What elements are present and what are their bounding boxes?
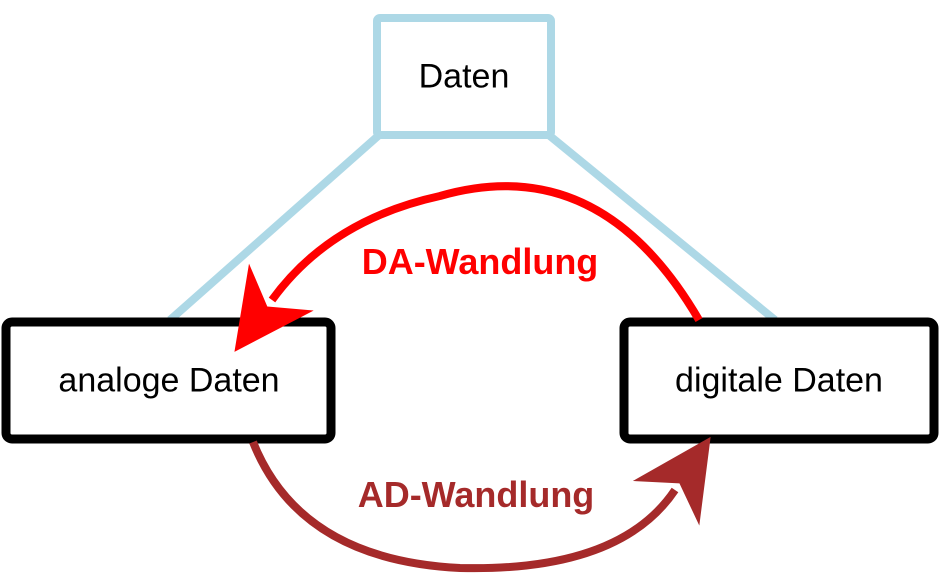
da-wandlung-label: DA-Wandlung [361,241,599,282]
ad-wandlung-label: AD-Wandlung [357,474,595,515]
da-arrow [234,182,703,352]
node-analoge-daten-label: analoge Daten [58,361,280,400]
node-digitale-daten-label: digitale Daten [675,361,883,400]
box-daten [373,14,555,139]
connector-left [167,133,381,323]
node-daten-label: Daten [418,57,510,96]
ad-arrow [249,436,711,573]
box-digitale-daten [619,317,939,444]
connector-right [547,132,778,324]
